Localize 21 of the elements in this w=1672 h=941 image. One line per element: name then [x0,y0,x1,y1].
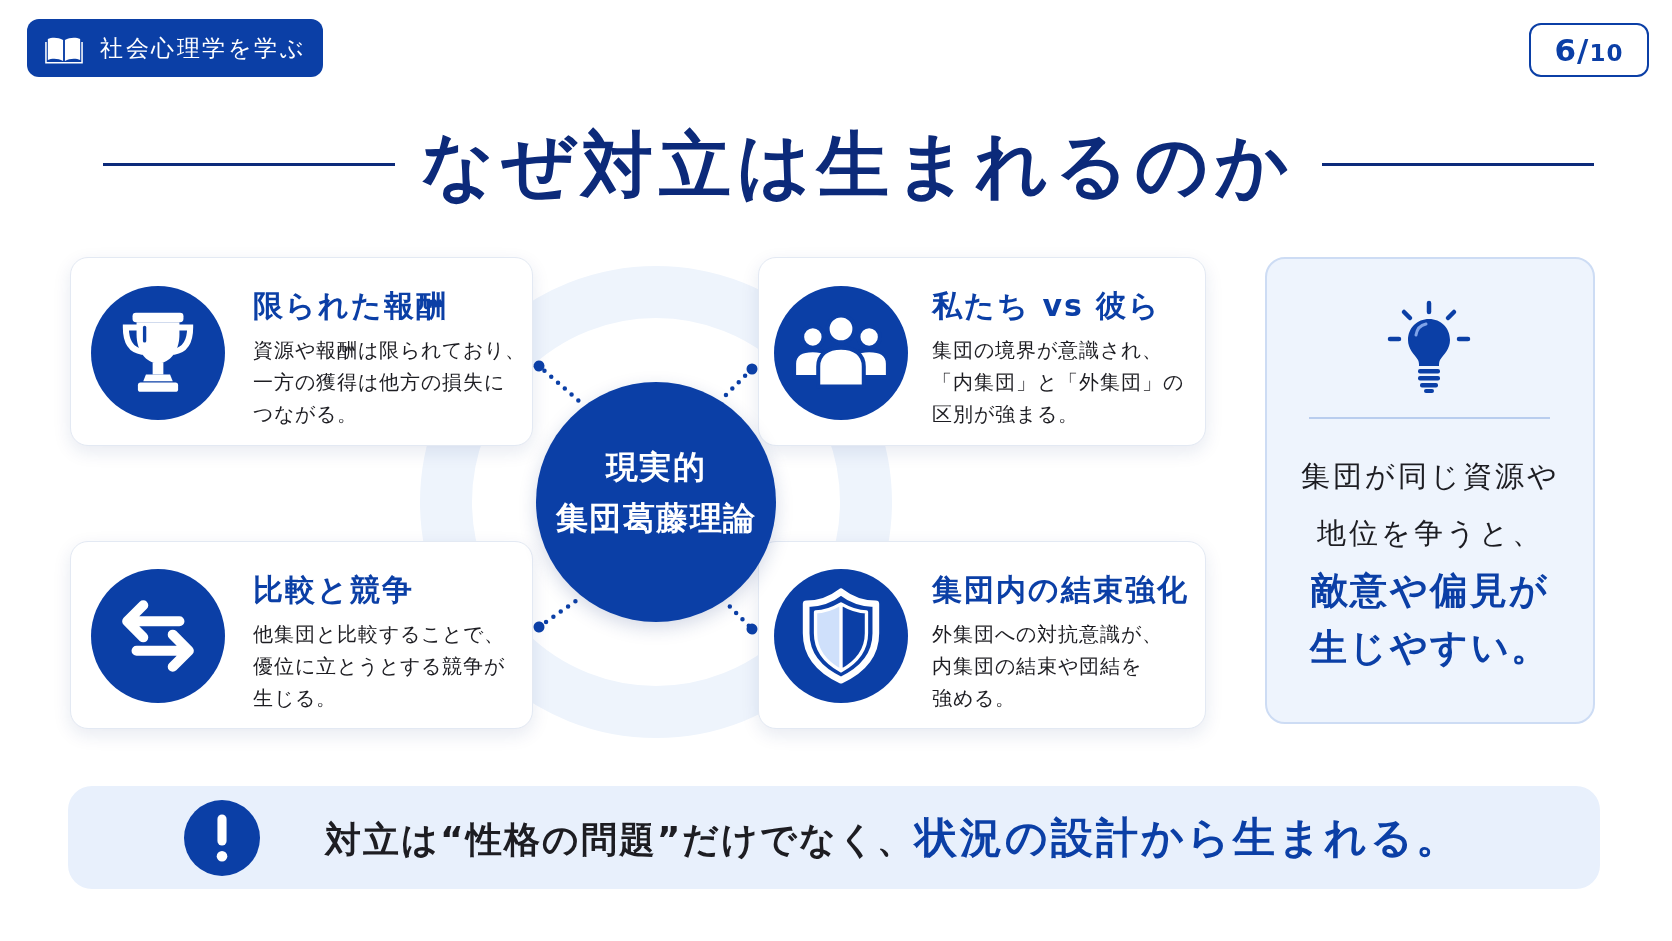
info-card [758,541,1206,729]
info-panel [1265,257,1595,724]
page-counter: 6/10 [1529,23,1649,77]
card-text: 資源や報酬は限られており、一方の獲得は他方の損失につながる。 [253,337,527,428]
info-card [70,541,533,729]
card-title: 比較と競争 [253,572,414,608]
callout-bar [68,786,1600,889]
card-title: 私たち vs 彼ら [932,288,1162,324]
slide-title: なぜ対立は生まれるのか [421,122,1295,209]
card-text: 外集団への対抗意識が、内集団の結束や団結を強める。 [932,621,1164,712]
panel-text: 集団が同じ資源や地位を争うと、敵意や偏見が生じやすい。 [1299,458,1561,671]
info-card [70,257,533,446]
badge-text: 社会心理学を学ぶ [100,34,306,63]
card-title: 限られた報酬 [253,288,448,324]
card-text: 集団の境界が意識され、「内集団」と「外集団」の区別が強まる。 [932,337,1185,428]
callout-text: 対立は“性格の問題”だけでなく、状況の設計から生まれる。 [325,812,1462,864]
card-text: 他集団と比較することで、優位に立とうとする競争が生じる。 [253,621,506,712]
info-card [758,257,1206,446]
circle-label: 現実的集団葛藤理論 [554,447,758,539]
header-badge [27,19,323,77]
card-title: 集団内の結束強化 [932,572,1189,608]
